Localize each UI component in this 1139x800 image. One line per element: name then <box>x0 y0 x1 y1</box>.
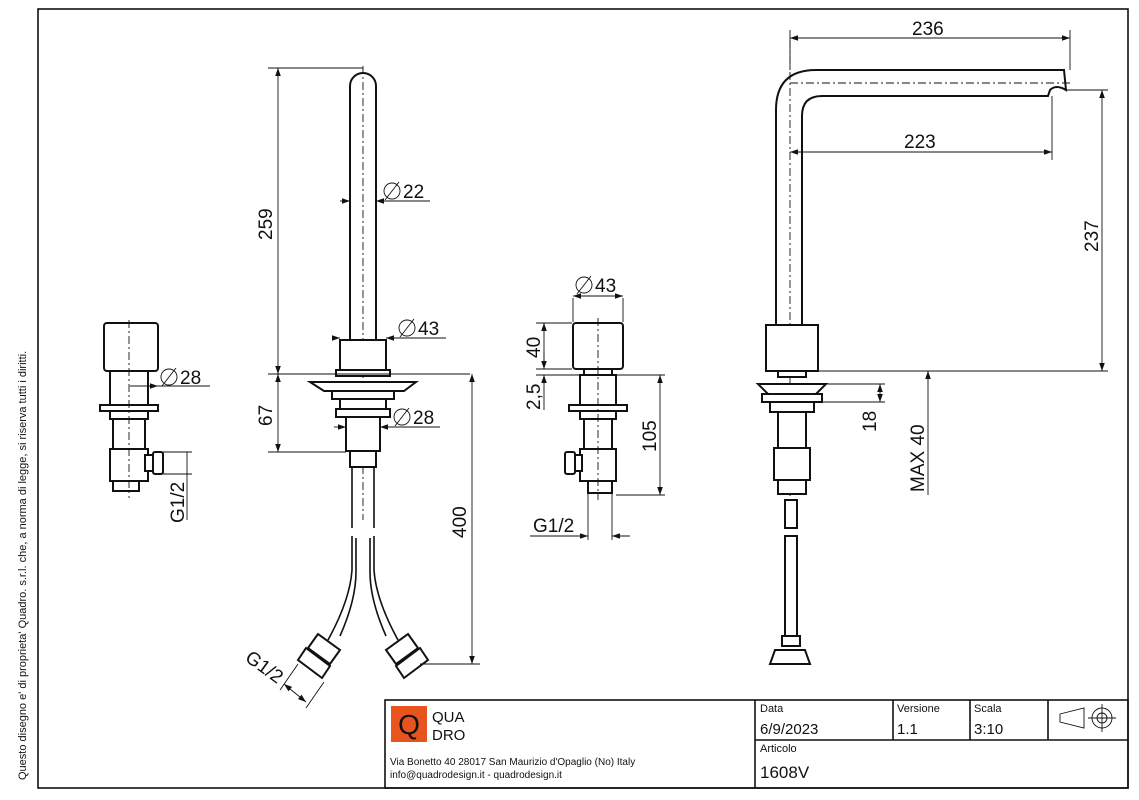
right-valve-gap: 2,5 <box>524 384 545 410</box>
spout-tube-diameter-label: 22 <box>383 181 424 203</box>
right-valve-body-height: 105 <box>640 420 661 452</box>
date-value: 6/9/2023 <box>760 721 818 738</box>
side-deck-thickness: 18 <box>860 411 881 432</box>
hose-thread: G1/2 <box>241 647 287 688</box>
side-reach-total: 236 <box>912 19 944 40</box>
right-valve-dimension-lines <box>530 293 665 540</box>
spout-base-diameter: 43 <box>418 319 439 340</box>
version-label: Versione <box>897 703 940 715</box>
scale-value: 3:10 <box>974 721 1003 738</box>
spout-shank-diameter-label: 28 <box>393 407 434 429</box>
logo-text-top: QUA <box>432 709 465 726</box>
spout-side-view <box>755 40 1070 665</box>
hose-length: 400 <box>450 506 471 538</box>
spout-tube-diameter: 22 <box>403 182 424 203</box>
copyright-note: Questo disegno e' di proprieta' Quadro. … <box>17 351 29 780</box>
left-valve-diameter: 28 <box>180 368 201 389</box>
spout-front-view <box>296 66 430 680</box>
right-valve-view <box>564 318 628 500</box>
logo-letter: Q <box>398 709 420 740</box>
article-label: Articolo <box>760 743 797 755</box>
projection-symbol-icon <box>1059 704 1116 732</box>
side-height: 237 <box>1082 220 1103 252</box>
side-max-deck: MAX 40 <box>908 424 929 492</box>
right-valve-cap-height: 40 <box>524 337 545 358</box>
scale-label: Scala <box>974 703 1002 715</box>
spout-height: 259 <box>256 208 277 240</box>
date-label: Data <box>760 703 784 715</box>
right-valve-diameter: 43 <box>595 276 616 297</box>
title-block: Q QUA DRO Via Bonetto 40 28017 San Mauri… <box>384 699 1129 789</box>
right-valve-thread: G1/2 <box>533 516 574 537</box>
quadro-logo-mark <box>391 706 427 742</box>
side-reach-outlet: 223 <box>904 132 936 153</box>
left-valve-thread: G1/2 <box>168 482 189 523</box>
spout-base-diameter-label: 43 <box>398 318 439 340</box>
spout-body-height: 67 <box>256 405 277 426</box>
article-value: 1608V <box>760 763 810 782</box>
version-value: 1.1 <box>897 721 918 738</box>
company-address: Via Bonetto 40 28017 San Maurizio d'Opag… <box>390 757 635 768</box>
spout-shank-diameter: 28 <box>413 408 434 429</box>
left-valve-view <box>99 320 210 520</box>
spout-dimension-lines <box>268 67 480 709</box>
company-contact: info@quadrodesign.it - quadrodesign.it <box>390 770 562 781</box>
right-valve-diameter-label: 43 <box>575 275 616 297</box>
left-valve-diameter-label: 28 <box>160 367 201 389</box>
logo-text-bottom: DRO <box>432 727 465 744</box>
side-dimension-lines <box>789 30 1108 495</box>
